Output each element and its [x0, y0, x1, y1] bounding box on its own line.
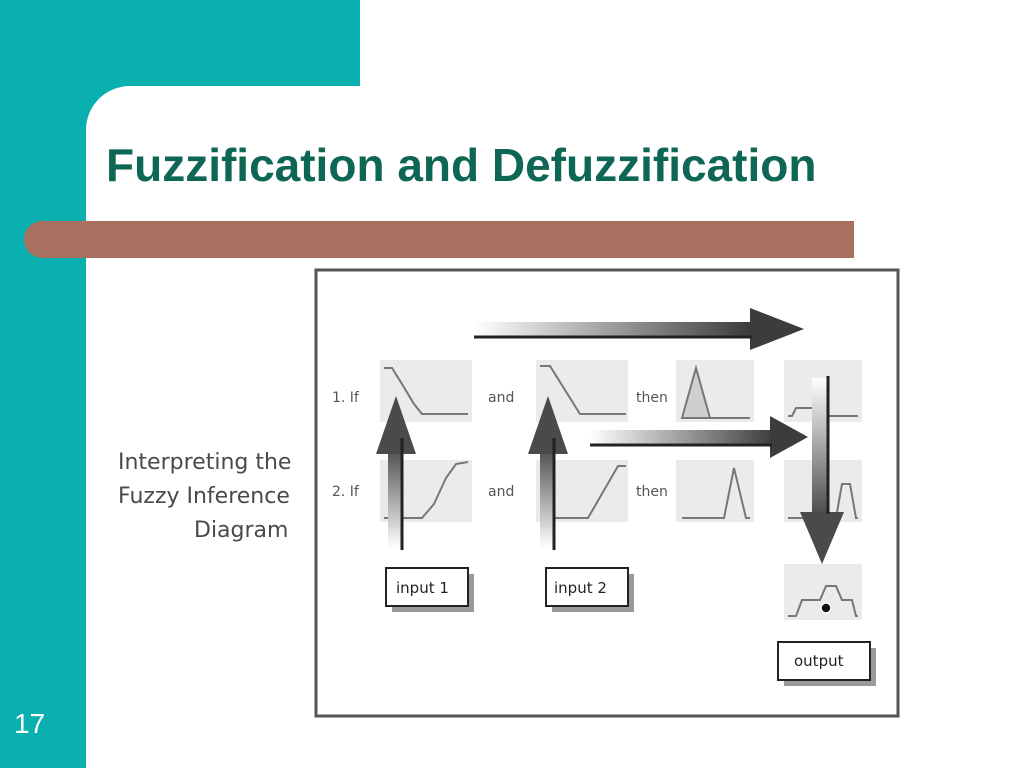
mf-r2-output-triangle	[682, 467, 750, 519]
centroid-marker	[820, 602, 832, 614]
aggregated-output-curve	[788, 585, 858, 617]
input2-label: input 2	[554, 579, 607, 597]
output-box: output	[777, 641, 876, 686]
caption-line-3: Diagram	[194, 518, 289, 543]
accent-bar	[24, 221, 854, 258]
teal-frame	[0, 0, 360, 768]
mf-r2-input1-curve	[384, 461, 469, 519]
output-down-arrow	[800, 376, 844, 564]
caption-line-1: Interpreting the	[118, 450, 292, 475]
mf-r1-input2-curve	[540, 365, 626, 415]
mf-r2-input2-curve	[540, 465, 626, 519]
panel-r2-output	[676, 460, 754, 522]
diagram-caption: Interpreting the Fuzzy Inference Diagram	[118, 446, 308, 548]
rule1-then-label: then	[636, 390, 668, 406]
mf-r1-output-triangle	[680, 364, 712, 419]
mf-r1-input1-curve	[384, 367, 468, 415]
input1-box: input 1	[385, 567, 474, 612]
rule2-if-label: 2. If	[332, 484, 360, 500]
middle-right-arrow	[590, 416, 808, 458]
output-label: output	[794, 652, 844, 670]
input2-up-arrow	[528, 396, 568, 550]
rule2-and-label: and	[488, 484, 514, 500]
fuzzy-inference-diagram: 1. If 2. If and and then then input 1	[314, 268, 900, 718]
rule1-and-label: and	[488, 390, 514, 406]
input2-box: input 2	[545, 567, 634, 612]
caption-line-2: Fuzzy Inference	[118, 484, 290, 509]
rule1-if-label: 1. If	[332, 390, 360, 406]
top-right-arrow	[474, 308, 804, 350]
slide-title: Fuzzification and Defuzzification	[106, 139, 817, 191]
input1-up-arrow	[376, 396, 416, 550]
rule2-then-label: then	[636, 484, 668, 500]
input1-label: input 1	[396, 579, 449, 597]
slide-number: 17	[14, 708, 46, 739]
